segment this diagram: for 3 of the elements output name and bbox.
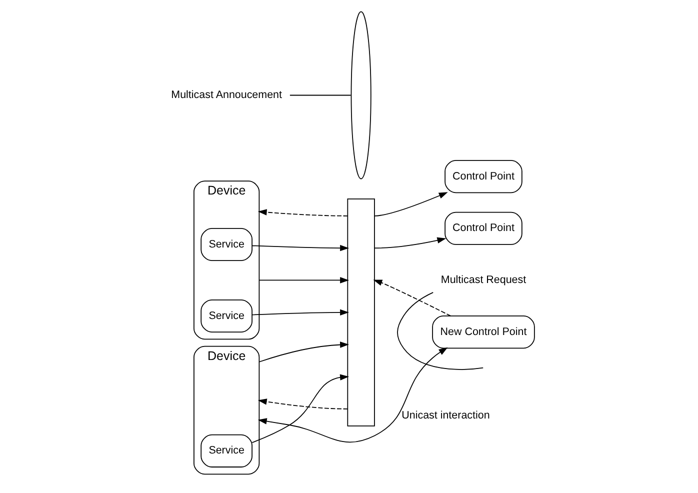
node-text: Multicast Annoucement <box>171 89 282 102</box>
edge-label: Unicast interaction <box>402 410 490 422</box>
node-text: Multicast Request <box>440 274 526 286</box>
